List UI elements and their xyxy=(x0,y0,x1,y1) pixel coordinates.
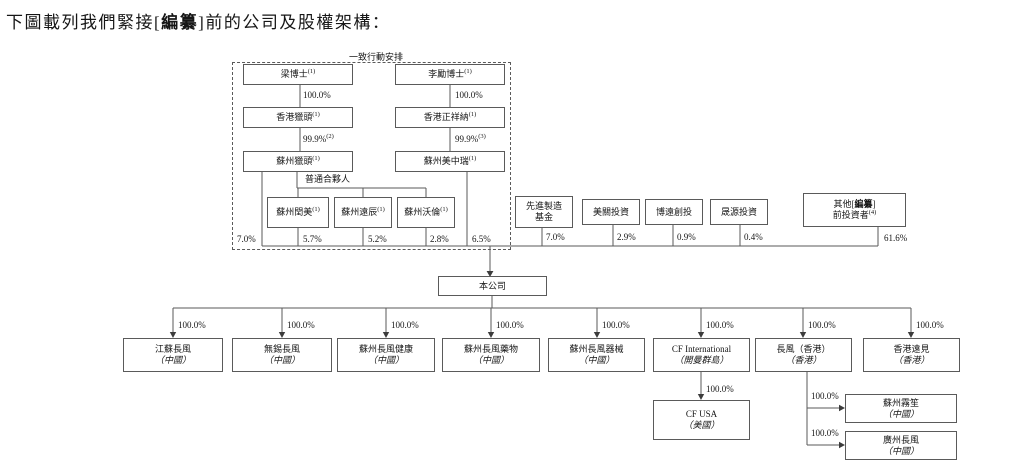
node-label: 蘇州閏美(1) xyxy=(276,206,320,218)
node-label: 先進製造 xyxy=(525,201,562,212)
node-suzhou-yuanchen: 蘇州遠辰(1) xyxy=(334,197,392,228)
pct-boyuan: 0.9% xyxy=(677,232,696,242)
node-region: （中國） xyxy=(578,355,615,365)
node-suzhou-changfeng-devices: 蘇州長風器械 （中國） xyxy=(548,338,645,372)
node-cf-international: CF International （開曼群島） xyxy=(653,338,750,372)
node-hk-zhengxiangna: 香港正祥納(1) xyxy=(395,107,505,128)
node-label: 香港獵頭(1) xyxy=(276,111,320,123)
node-label: 本公司 xyxy=(478,280,506,291)
node-dr-liang: 梁博士(1) xyxy=(243,64,353,85)
node-label: 蘇州獵頭(1) xyxy=(276,155,320,167)
node-guangzhou-changfeng: 廣州長風 （中國） xyxy=(845,431,957,460)
pct-suzhou-lietou: 7.0% xyxy=(237,234,256,244)
node-label: 其他[編纂] xyxy=(833,199,876,210)
concert-party-group-box xyxy=(232,62,511,250)
node-region: （中國） xyxy=(882,445,919,456)
node-other-pre-investors: 其他[編纂] 前投資者(4) xyxy=(803,193,906,227)
pct-other: 61.6% xyxy=(884,233,908,243)
node-region: （香港） xyxy=(893,355,930,365)
node-label: 晟源投資 xyxy=(720,206,757,217)
node-label: CF USA xyxy=(685,409,718,420)
node-label: CF International xyxy=(671,344,732,355)
node-suzhou-wolun: 蘇州沃倫(1) xyxy=(397,197,455,228)
pct-wolun: 2.8% xyxy=(430,234,449,244)
node-label: 博遠創投 xyxy=(655,206,692,217)
node-region: （香港） xyxy=(785,355,822,365)
node-region: （中國） xyxy=(472,355,509,365)
pct-sub-7: 100.0% xyxy=(808,320,836,330)
pct-sub-1: 100.0% xyxy=(178,320,206,330)
node-suzhou-changfeng-health: 蘇州長風健康 （中國） xyxy=(337,338,435,372)
node-region: （中國） xyxy=(263,355,300,365)
pct-cf-usa: 100.0% xyxy=(706,384,734,394)
pct-sub-6: 100.0% xyxy=(706,320,734,330)
pct-sub-5: 100.0% xyxy=(602,320,630,330)
pct-suzhou-wusheng: 100.0% xyxy=(811,391,839,401)
pct-shengyuan: 0.4% xyxy=(744,232,763,242)
pct-sub-2: 100.0% xyxy=(287,320,315,330)
pct-hk-sz-right: 99.9%(3) xyxy=(455,133,486,144)
node-label: 基金 xyxy=(534,212,553,222)
node-label: 蘇州美中瑞(1) xyxy=(423,155,477,167)
node-suzhou-meizhongrui: 蘇州美中瑞(1) xyxy=(395,151,505,172)
pct-sub-3: 100.0% xyxy=(391,320,419,330)
pct-guangzhou-changfeng: 100.0% xyxy=(811,428,839,438)
node-cf-usa: CF USA （美國） xyxy=(653,400,750,440)
concert-party-label: 一致行動安排 xyxy=(348,52,403,62)
node-advanced-manufacturing-fund: 先進製造 基金 xyxy=(515,196,573,228)
node-region: （中國） xyxy=(154,355,191,365)
node-label: 江蘇長風 xyxy=(154,344,191,355)
pct-fund: 7.0% xyxy=(546,232,565,242)
node-label: 前投資者(4) xyxy=(832,209,877,220)
node-dr-li: 李勵博士(1) xyxy=(395,64,505,85)
node-label: 廣州長風 xyxy=(882,434,919,445)
node-suzhou-lietou: 蘇州獵頭(1) xyxy=(243,151,353,172)
node-label: 李勵博士(1) xyxy=(428,68,472,80)
pct-li-hk: 100.0% xyxy=(455,90,483,100)
node-label: 蘇州長風健康 xyxy=(358,344,413,355)
node-suzhou-runmei: 蘇州閏美(1) xyxy=(267,197,329,228)
pct-runmei: 5.7% xyxy=(303,234,322,244)
node-label: 蘇州沃倫(1) xyxy=(404,206,448,218)
node-label: 梁博士(1) xyxy=(280,68,316,80)
node-region: （中國） xyxy=(367,355,404,365)
pct-sub-8: 100.0% xyxy=(916,320,944,330)
title-text: 下圖載列我們緊接[ xyxy=(6,13,162,32)
pct-hk-sz-left: 99.9%(2) xyxy=(303,133,334,144)
node-the-company: 本公司 xyxy=(438,276,547,296)
title-redacted-bold: 編纂 xyxy=(161,13,199,32)
pct-yuanchen: 5.2% xyxy=(368,234,387,244)
node-wuxi-changfeng: 無錫長風 （中國） xyxy=(232,338,332,372)
pct-sub-4: 100.0% xyxy=(496,320,524,330)
pct-meizhongrui: 6.5% xyxy=(472,234,491,244)
node-hk-yuanjian: 香港遠見 （香港） xyxy=(863,338,960,372)
node-boyuan-ventures: 博遠創投 xyxy=(645,199,703,225)
general-partner-label: 普通合夥人 xyxy=(305,174,351,184)
node-suzhou-changfeng-pharma: 蘇州長風藥物 （中國） xyxy=(442,338,540,372)
node-shengyuan-investment: 晟源投資 xyxy=(710,199,768,225)
node-label: 香港遠見 xyxy=(893,344,930,355)
node-region: （美國） xyxy=(683,420,720,430)
node-jiangsu-changfeng: 江蘇長風 （中國） xyxy=(123,338,223,372)
node-region: （中國） xyxy=(882,408,919,419)
node-label: 無錫長風 xyxy=(263,344,300,355)
node-meiguan-investment: 美關投資 xyxy=(582,199,640,225)
node-changfeng-hk: 長風（香港） （香港） xyxy=(755,338,852,372)
node-region: （開曼群島） xyxy=(674,355,729,365)
node-suzhou-wusheng: 蘇州霧笙 （中國） xyxy=(845,394,957,423)
pct-liang-hk: 100.0% xyxy=(303,90,331,100)
node-hk-lietou: 香港獵頭(1) xyxy=(243,107,353,128)
node-label: 長風（香港） xyxy=(776,344,831,355)
pct-meiguan: 2.9% xyxy=(617,232,636,242)
node-label: 美關投資 xyxy=(592,206,629,217)
node-label: 蘇州長風藥物 xyxy=(463,344,518,355)
node-label: 香港正祥納(1) xyxy=(423,111,477,123)
page-title: 下圖載列我們緊接[編纂]前的公司及股權架構： xyxy=(6,8,390,33)
title-text-suffix: ]前的公司及股權架構： xyxy=(198,13,391,32)
node-label: 蘇州遠辰(1) xyxy=(341,206,385,218)
node-label: 蘇州長風器械 xyxy=(569,344,624,355)
node-label: 蘇州霧笙 xyxy=(882,397,919,408)
